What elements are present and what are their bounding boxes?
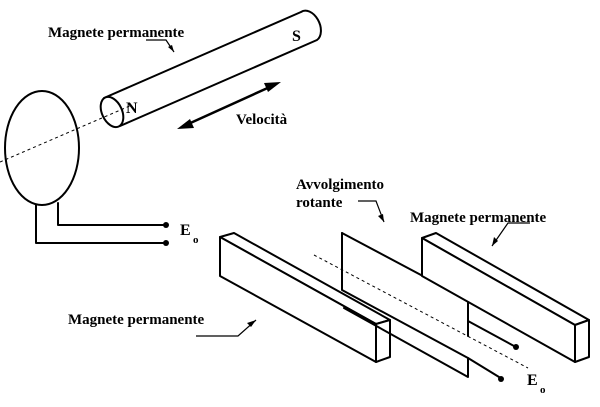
loop-lead-outer [35, 204, 165, 244]
left-magnet-block [219, 232, 391, 363]
leader-coil [358, 200, 385, 223]
coil-label-line2: rotante [296, 195, 343, 211]
bar-magnet-north-face [99, 95, 125, 129]
eo-bottom-subscript: o [540, 384, 546, 396]
velocity-arrow-head-left [177, 119, 194, 129]
eo-top-label: E [180, 222, 191, 239]
leader-coil-arrowhead [378, 214, 384, 222]
velocity-arrow [177, 82, 281, 129]
leader-left-magnet-arrowhead [247, 320, 256, 327]
terminal-top-2 [163, 240, 169, 246]
leader-right-magnet-arrowhead [492, 237, 498, 246]
right-magnet-label: Magnete permanente [410, 210, 547, 226]
left-magnet-end-face [375, 319, 391, 363]
leader-top-magnet [146, 39, 175, 53]
eo-top-subscript: o [193, 234, 199, 246]
right-magnet-end-face [574, 319, 590, 363]
magnet-axis-dashed [0, 104, 133, 163]
coil-axis-dashed [313, 254, 529, 369]
leader-top-magnet-arrowhead [168, 45, 174, 52]
terminal-top-1 [163, 222, 169, 228]
loop-lead-inner [57, 202, 165, 226]
coil-lead-lower [467, 357, 500, 378]
south-pole-label: S [292, 28, 301, 45]
leader-right-magnet [491, 222, 530, 247]
terminal-bottom-2 [498, 376, 504, 382]
leader-left-magnet [196, 319, 257, 337]
conductor-loop [4, 90, 169, 246]
top-magnet-label: Magnete permanente [48, 25, 185, 41]
velocity-arrow-shaft [185, 84, 273, 127]
right-magnet-block [421, 232, 590, 363]
bar-magnet-body [103, 9, 322, 127]
coil-label-line1: Avvolgimento [296, 177, 384, 193]
terminal-bottom-1 [513, 344, 519, 350]
left-magnet-label: Magnete permanente [68, 312, 205, 328]
eo-bottom-label: E [527, 372, 538, 389]
loop-coil [4, 90, 80, 206]
velocity-arrow-head-right [264, 82, 281, 92]
bar-magnet [99, 9, 322, 129]
north-pole-label: N [126, 100, 138, 117]
velocity-label: Velocità [236, 112, 288, 128]
coil-lead-upper [467, 320, 515, 347]
